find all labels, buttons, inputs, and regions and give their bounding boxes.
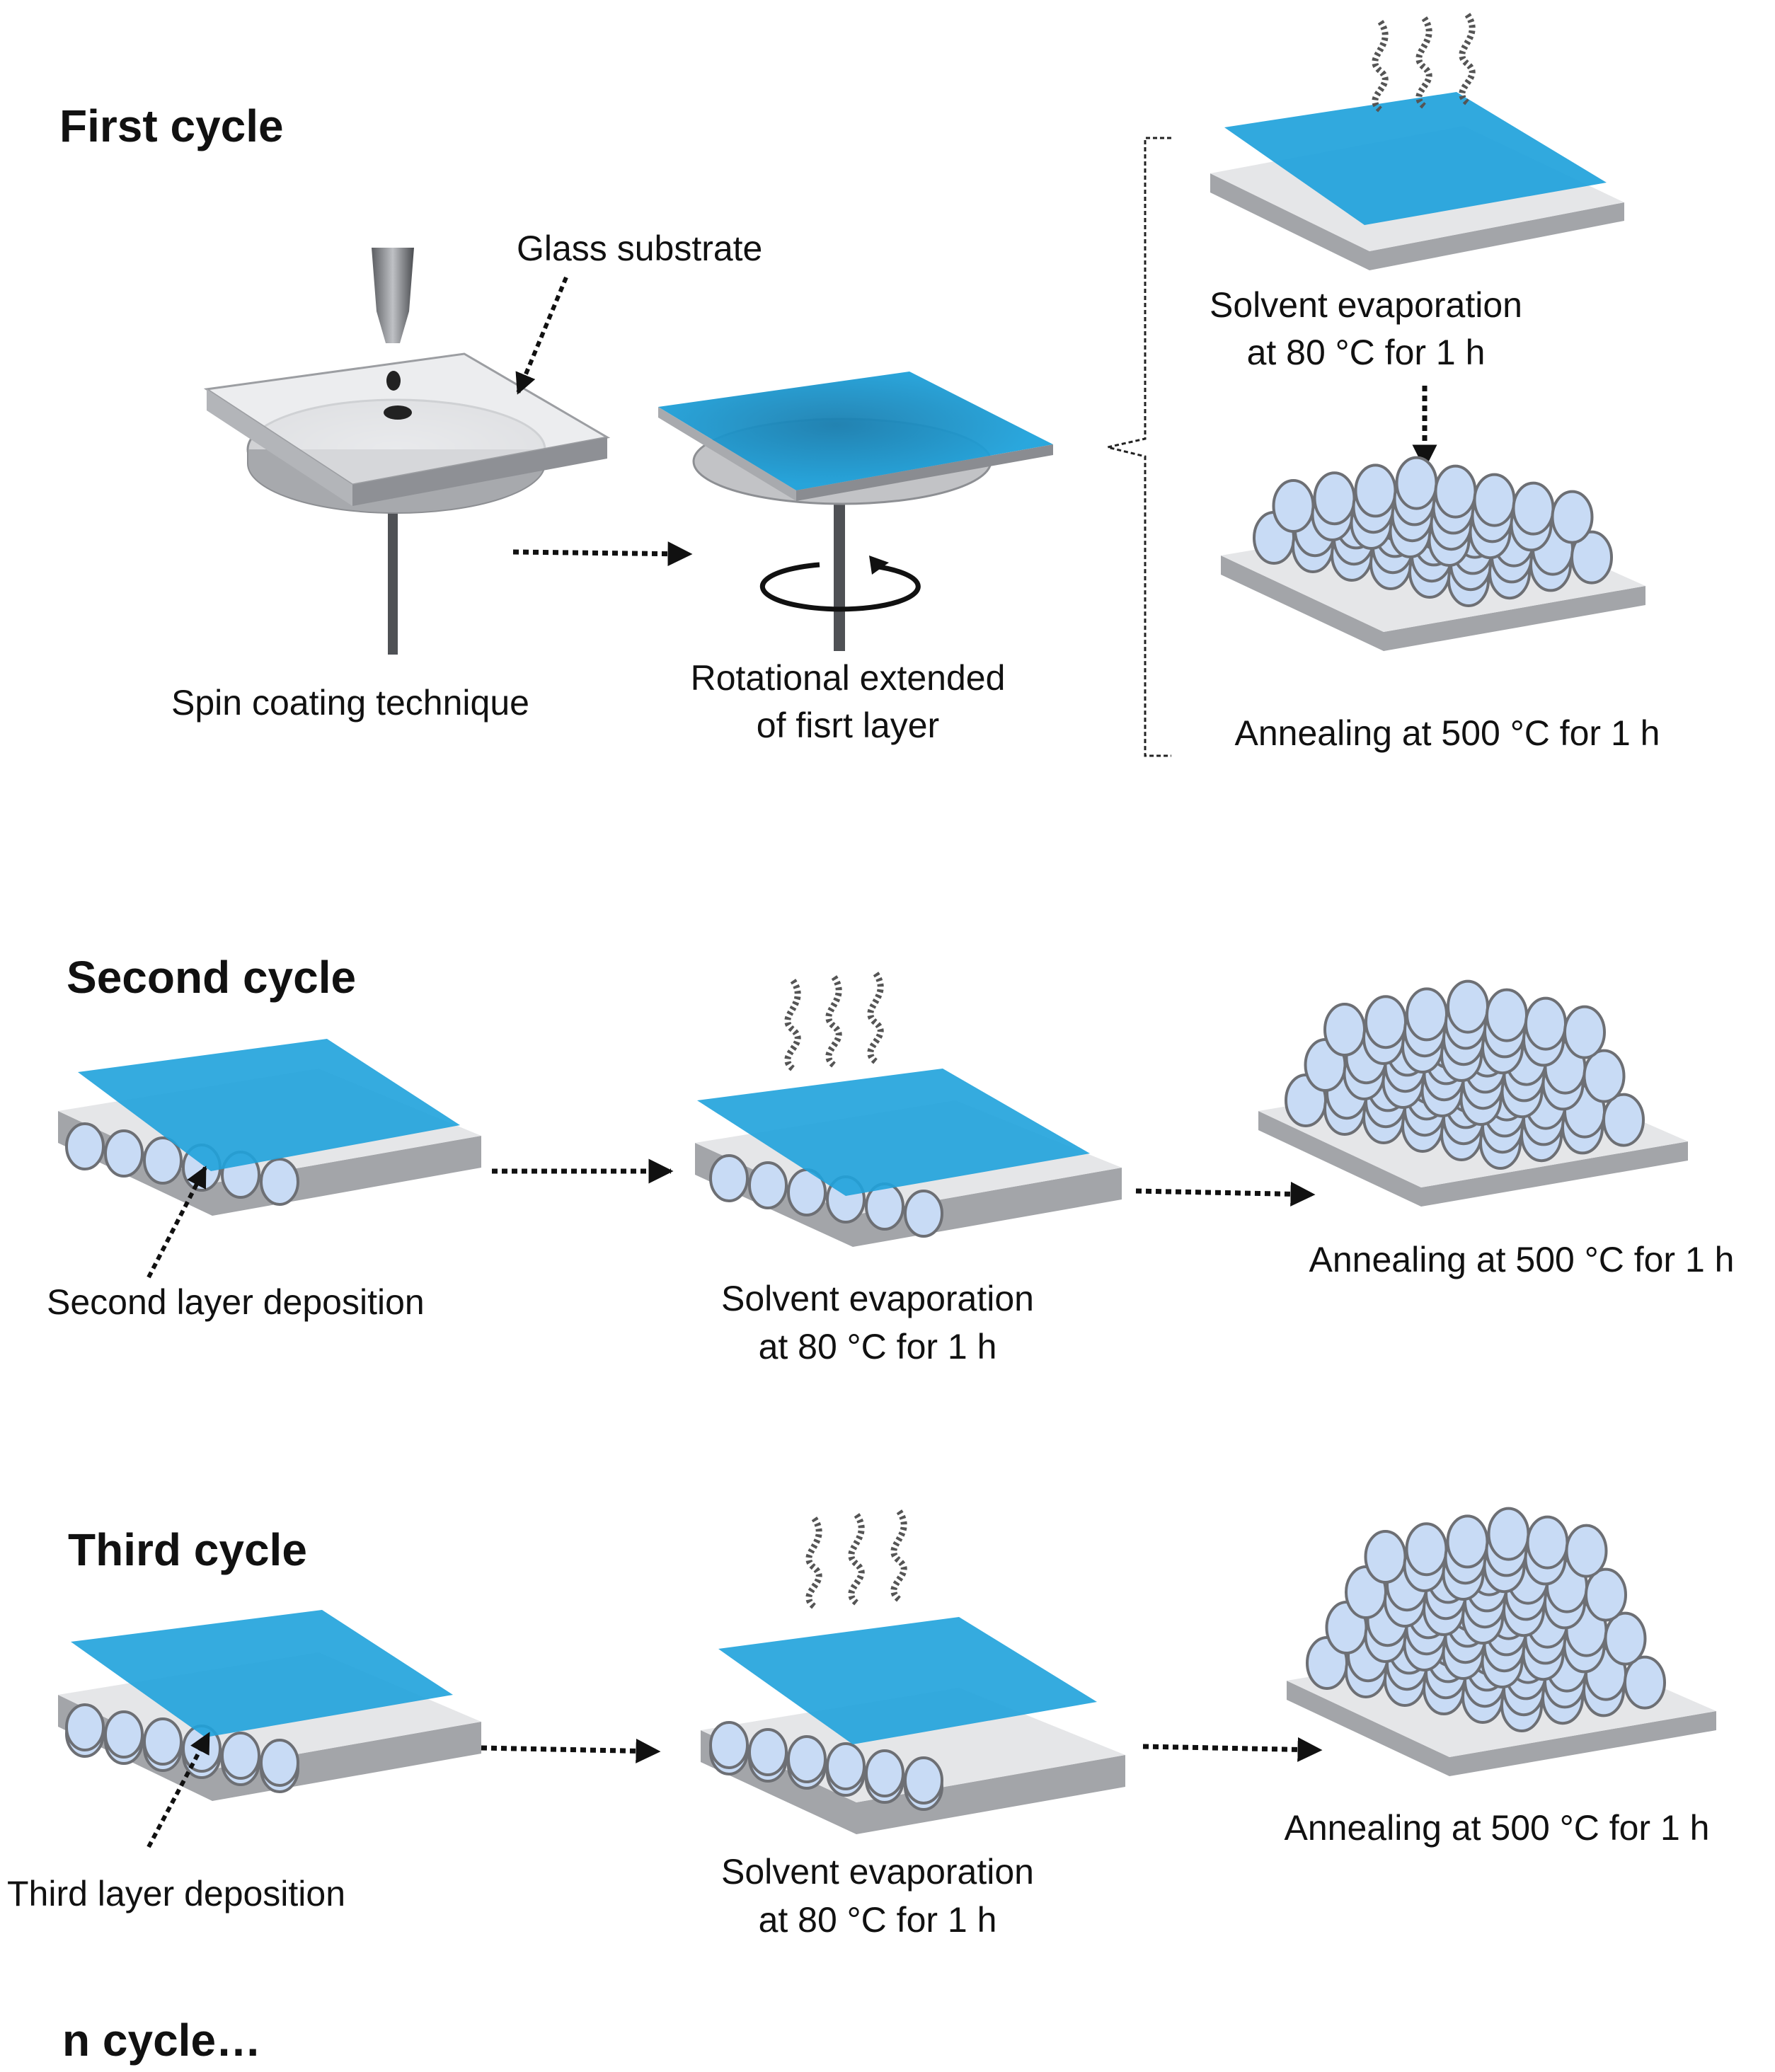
sphere [105,1712,142,1757]
evaporation-label-3-line1: Solvent evaporation [721,1852,1034,1892]
sphere [1585,1051,1624,1102]
sphere [144,1719,181,1764]
flow-arrow-1a [513,552,690,554]
sphere [1553,492,1592,543]
sphere [1567,1526,1607,1577]
first-cycle-title: First cycle [59,100,284,151]
droplet-icon [386,371,401,391]
spin-shaft [388,499,398,655]
sphere [1475,475,1515,526]
branch-bracket [1108,138,1171,756]
evaporation-stack-3 [701,1617,1125,1834]
sphere [1606,1613,1645,1664]
sphere [67,1124,103,1169]
drop-spot [384,405,412,420]
sphere [1366,1531,1406,1582]
evaporation-label-2-line1: Solvent evaporation [721,1279,1034,1318]
sphere [1448,1516,1488,1567]
sphere [1528,1517,1568,1568]
rotational-label-line1: Rotational extended [691,658,1006,698]
sphere [905,1758,942,1803]
evaporation-stack-2 [695,1069,1122,1247]
flow-arrow-3a [481,1748,658,1751]
sphere [1325,1004,1365,1055]
sphere [905,1191,942,1236]
flow-arrow-2b [1136,1191,1313,1195]
sphere [1514,483,1553,534]
sphere [105,1131,142,1176]
evaporation-label-1-line2: at 80 °C for 1 h [1247,333,1486,372]
sphere [827,1744,864,1789]
sphere [1625,1657,1665,1708]
evaporation-plate-1 [1210,92,1624,270]
sphere [1366,996,1406,1047]
second-cycle-title: Second cycle [67,952,356,1003]
glass-substrate-pointer [518,277,566,393]
sphere [1565,1007,1604,1058]
sphere [1448,982,1488,1032]
third-deposition-label: Third layer deposition [7,1874,345,1913]
sphere [788,1737,825,1782]
sphere [1526,998,1566,1049]
sphere [1489,1509,1529,1560]
sphere [1487,990,1527,1041]
annealing-label-3: Annealing at 500 °C for 1 h [1285,1808,1710,1848]
rotational-label-line2: of fisrt layer [757,706,939,745]
sphere [1356,465,1396,516]
sphere [261,1740,298,1785]
sphere [749,1163,786,1208]
flow-arrow-3b [1143,1746,1320,1750]
third-cycle-title: Third cycle [68,1524,307,1575]
n-cycle-title: n cycle… [62,2015,261,2066]
second-deposition-stack [58,1039,481,1216]
evaporation-label-3-line2: at 80 °C for 1 h [759,1900,997,1940]
sphere [711,1722,747,1768]
vapor-icon [788,973,880,1069]
sphere [222,1733,259,1778]
sphere [749,1729,786,1775]
sphere [1274,480,1314,531]
sphere [1436,466,1476,517]
sphere [1604,1095,1643,1146]
evaporation-label-1-line1: Solvent evaporation [1210,285,1522,325]
sphere [711,1156,747,1201]
sphere [1315,473,1355,524]
evaporation-label-2-line2: at 80 °C for 1 h [759,1327,997,1366]
vapor-icon [809,1511,904,1606]
spin-coater [207,248,607,655]
sphere [1586,1570,1626,1621]
sphere [67,1705,103,1750]
second-deposition-label: Second layer deposition [47,1282,425,1322]
sphere [866,1751,903,1796]
sphere-stack-icon [1307,1509,1665,1731]
sphere [261,1159,298,1204]
annealing-label-2: Annealing at 500 °C for 1 h [1309,1240,1735,1279]
glass-substrate-label: Glass substrate [517,229,762,268]
sphere [1397,458,1437,509]
spin-coating-label: Spin coating technique [171,683,529,723]
sphere [1407,989,1447,1040]
pipette-icon [372,248,414,343]
third-deposition-stack [58,1610,481,1801]
annealing-label-1: Annealing at 500 °C for 1 h [1235,713,1660,753]
sphere [1407,1524,1447,1575]
